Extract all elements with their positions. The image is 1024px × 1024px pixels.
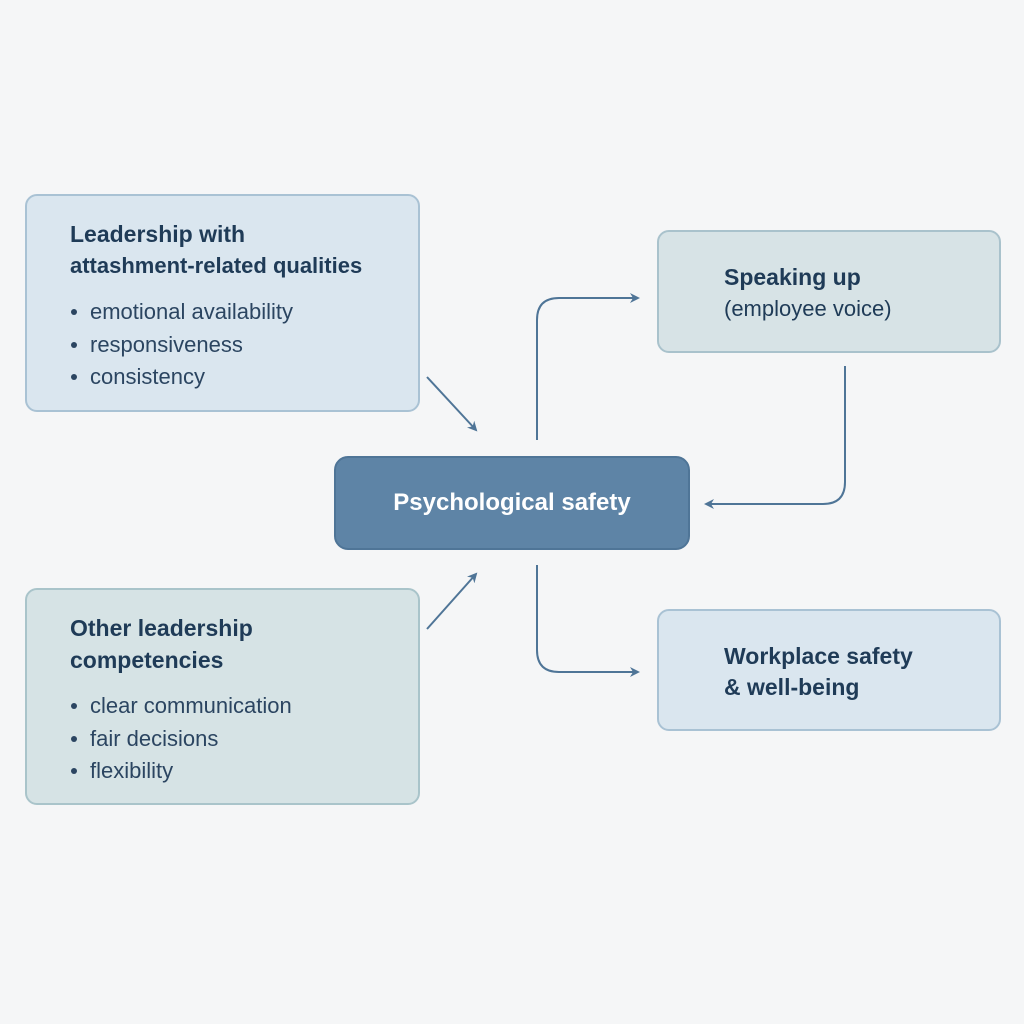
speaking-up-subtitle: (employee voice) (724, 296, 892, 321)
list-item-text: flexibility (90, 758, 174, 783)
attachment-qualities-list: emotional availability responsiveness co… (70, 296, 418, 394)
bullet-dot (71, 703, 77, 709)
psychological-safety-node: Psychological safety (334, 456, 690, 550)
arrow-competencies-to-safety (426, 572, 478, 630)
speaking-up-title: Speaking up (724, 264, 861, 290)
list-item: clear communication (70, 690, 418, 723)
bullet-dot (71, 735, 77, 742)
other-competencies-title-line2: competencies (70, 647, 224, 673)
arrow-safety-to-speaking-up (536, 293, 640, 440)
bullet-dot (71, 341, 77, 348)
list-item-text: fair decisions (90, 725, 219, 751)
bullet-dot (71, 309, 77, 315)
list-item: emotional availability (70, 296, 418, 329)
bullet-dot (71, 374, 77, 380)
arrow-safety-to-workplace (536, 565, 640, 677)
list-item: consistency (70, 361, 418, 394)
bullet-dot (71, 768, 77, 774)
workplace-safety-title-line1: Workplace safety (724, 643, 913, 669)
list-item-text: consistency (90, 364, 205, 389)
arrow-attachment-to-safety (426, 376, 478, 432)
speaking-up-box: Speaking up (employee voice) (657, 230, 1001, 353)
workplace-safety-box: Workplace safety & well-being (657, 609, 1001, 731)
other-competencies-box: Other leadership competencies clear comm… (25, 588, 420, 805)
list-item: fair decisions (70, 723, 418, 756)
competencies-list: clear communication fair decisions flexi… (70, 690, 418, 788)
leadership-attachment-title-line2: attashment-related qualities (70, 253, 363, 278)
list-item: responsiveness (70, 329, 418, 362)
leadership-attachment-box: Leadership with attashment-related quali… (25, 194, 420, 412)
arrow-speaking-up-to-safety (704, 366, 846, 509)
workplace-safety-title-line2: & well-being (724, 674, 860, 700)
list-item-text: emotional availability (90, 299, 293, 324)
list-item-text: responsiveness (90, 331, 243, 357)
list-item-text: clear communication (90, 693, 292, 718)
psychological-safety-label: Psychological safety (393, 489, 631, 516)
list-item: flexibility (70, 755, 418, 788)
leadership-attachment-title-line1: Leadership with (70, 221, 246, 247)
other-competencies-title-line1: Other leadership (70, 615, 253, 641)
